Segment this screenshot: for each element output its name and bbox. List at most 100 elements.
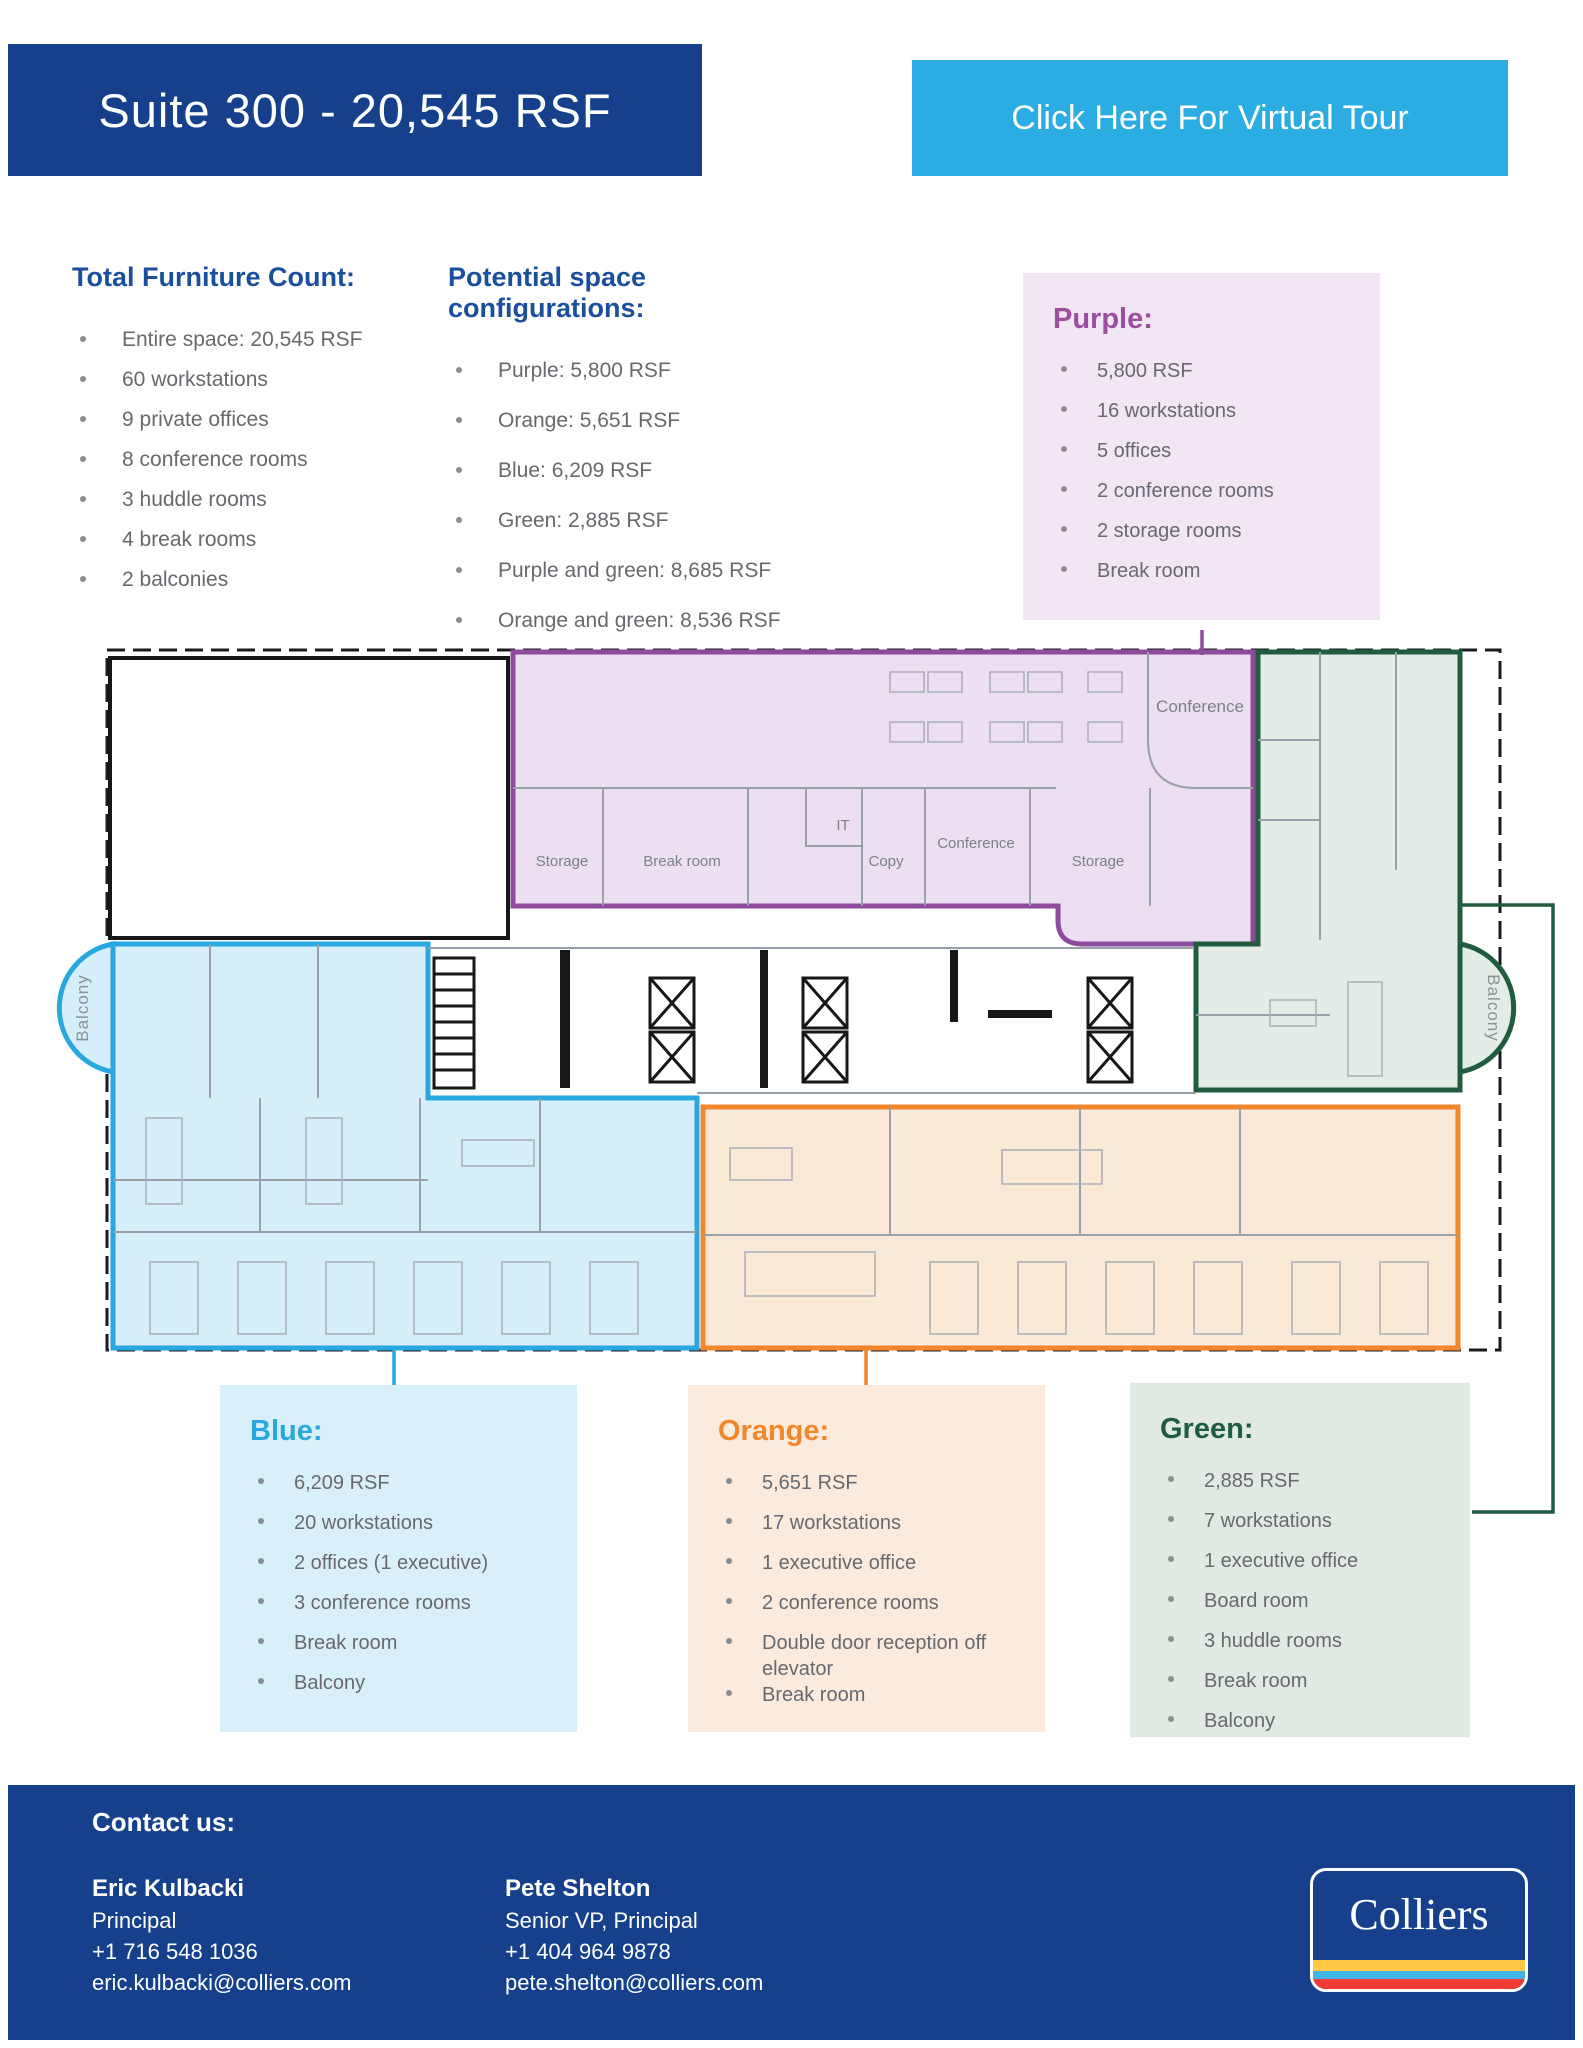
contact-person-pete: Pete Shelton Senior VP, Principal +1 404…: [505, 1873, 763, 1998]
list-item: 9 private offices: [72, 407, 402, 447]
list-item: 3 huddle rooms: [1160, 1628, 1452, 1668]
list-item: 1 executive office: [1160, 1548, 1452, 1588]
room-label-storage-a: Storage: [536, 853, 589, 870]
contact-phone: +1 404 964 9878: [505, 1939, 671, 1964]
list-item: 7 workstations: [1160, 1508, 1452, 1548]
list-item: Break room: [718, 1682, 1027, 1722]
bullet-icon: [80, 536, 86, 542]
bullet-icon: [258, 1678, 264, 1684]
balcony-left-label: Balcony: [73, 974, 92, 1041]
bullet-icon: [80, 456, 86, 462]
contact-phone: +1 716 548 1036: [92, 1939, 258, 1964]
bullet-icon: [456, 517, 462, 523]
orange-zone-area: [700, 1104, 1461, 1351]
list-item: Purple and green: 8,685 RSF: [448, 558, 818, 608]
list-item: 5 offices: [1053, 438, 1362, 478]
room-label-storage-b: Storage: [1072, 853, 1125, 870]
blue-zone-list: 6,209 RSF 20 workstations 2 offices (1 e…: [250, 1470, 559, 1710]
colliers-logo-wordmark: Colliers: [1349, 1890, 1489, 1939]
suite-title-banner: Suite 300 - 20,545 RSF: [8, 44, 702, 176]
list-item: Balcony: [1160, 1708, 1452, 1748]
furniture-count-section: Total Furniture Count: Entire space: 20,…: [72, 262, 402, 607]
purple-zone-area: [510, 649, 1256, 947]
list-item: 20 workstations: [250, 1510, 559, 1550]
virtual-tour-label: Click Here For Virtual Tour: [1011, 98, 1409, 137]
bullet-icon: [456, 617, 462, 623]
bullet-icon: [456, 367, 462, 373]
green-connector-line: [1460, 903, 1555, 1514]
bullet-icon: [258, 1478, 264, 1484]
purple-zone-card: Purple: 5,800 RSF 16 workstations 5 offi…: [1023, 273, 1380, 620]
bullet-icon: [726, 1558, 732, 1564]
balcony-left-shape: [56, 941, 116, 1075]
colliers-logo: Colliers: [1310, 1868, 1528, 1992]
list-item: Break room: [1053, 558, 1362, 598]
room-label-copy: Copy: [868, 853, 904, 870]
list-item: 60 workstations: [72, 367, 402, 407]
list-item: Blue: 6,209 RSF: [448, 458, 818, 508]
bullet-icon: [80, 576, 86, 582]
contact-heading: Contact us:: [92, 1807, 235, 1837]
bullet-icon: [726, 1598, 732, 1604]
orange-zone-card: Orange: 5,651 RSF 17 workstations 1 exec…: [688, 1385, 1045, 1732]
bullet-icon: [1061, 486, 1067, 492]
bullet-icon: [258, 1558, 264, 1564]
bullet-icon: [1168, 1556, 1174, 1562]
green-zone-list: 2,885 RSF 7 workstations 1 executive off…: [1160, 1468, 1452, 1748]
bullet-icon: [258, 1638, 264, 1644]
list-item: Orange and green: 8,536 RSF: [448, 608, 818, 658]
bullet-icon: [80, 336, 86, 342]
list-item: Break room: [250, 1630, 559, 1670]
building-outline: [105, 648, 1502, 1352]
list-item: 2 conference rooms: [1053, 478, 1362, 518]
contact-email: eric.kulbacki@colliers.com: [92, 1970, 352, 1995]
bullet-icon: [80, 416, 86, 422]
bullet-icon: [1061, 446, 1067, 452]
vacant-room: [108, 656, 510, 940]
bullet-icon: [1061, 406, 1067, 412]
room-label-it: IT: [836, 817, 849, 834]
contact-name: Pete Shelton: [505, 1875, 651, 1902]
virtual-tour-button[interactable]: Click Here For Virtual Tour: [912, 60, 1508, 176]
list-item: 16 workstations: [1053, 398, 1362, 438]
bullet-icon: [1061, 526, 1067, 532]
list-item: 5,651 RSF: [718, 1470, 1027, 1510]
space-configurations-list: Purple: 5,800 RSF Orange: 5,651 RSF Blue…: [448, 358, 818, 658]
room-label-break-room: Break room: [643, 853, 721, 870]
contact-title: Senior VP, Principal: [505, 1908, 698, 1933]
space-configurations-section: Potential space configurations: Purple: …: [448, 262, 818, 658]
blue-zone-card: Blue: 6,209 RSF 20 workstations 2 office…: [220, 1385, 577, 1732]
bullet-icon: [1168, 1516, 1174, 1522]
list-item: 5,800 RSF: [1053, 358, 1362, 398]
contact-email: pete.shelton@colliers.com: [505, 1970, 764, 1995]
list-item: 3 huddle rooms: [72, 487, 402, 527]
bullet-icon: [456, 567, 462, 573]
contact-title: Principal: [92, 1908, 177, 1933]
bullet-icon: [1061, 566, 1067, 572]
list-item: 1 executive office: [718, 1550, 1027, 1590]
list-item: Purple: 5,800 RSF: [448, 358, 818, 408]
bullet-icon: [80, 376, 86, 382]
contact-person-eric: Eric Kulbacki Principal +1 716 548 1036 …: [92, 1873, 352, 1998]
bullet-icon: [1168, 1476, 1174, 1482]
list-item: 2 offices (1 executive): [250, 1550, 559, 1590]
bullet-icon: [726, 1638, 732, 1644]
bullet-icon: [726, 1478, 732, 1484]
list-item: 2,885 RSF: [1160, 1468, 1452, 1508]
orange-zone-list: 5,651 RSF 17 workstations 1 executive of…: [718, 1470, 1027, 1722]
list-item: Board room: [1160, 1588, 1452, 1628]
green-zone-heading: Green:: [1160, 1413, 1254, 1445]
bullet-icon: [456, 417, 462, 423]
green-zone-card: Green: 2,885 RSF 7 workstations 1 execut…: [1130, 1383, 1470, 1737]
list-item: Break room: [1160, 1668, 1452, 1708]
list-item: 2 storage rooms: [1053, 518, 1362, 558]
list-item: 8 conference rooms: [72, 447, 402, 487]
room-label-conference-a: Conference: [937, 835, 1015, 852]
room-label-conference-b: Conference: [1156, 697, 1244, 716]
purple-zone-list: 5,800 RSF 16 workstations 5 offices 2 co…: [1053, 358, 1362, 598]
list-item: 2 balconies: [72, 567, 402, 607]
contact-footer: Contact us: Eric Kulbacki Principal +1 7…: [8, 1785, 1575, 2040]
bullet-icon: [80, 496, 86, 502]
logo-stripe-red: [1313, 1979, 1525, 1989]
